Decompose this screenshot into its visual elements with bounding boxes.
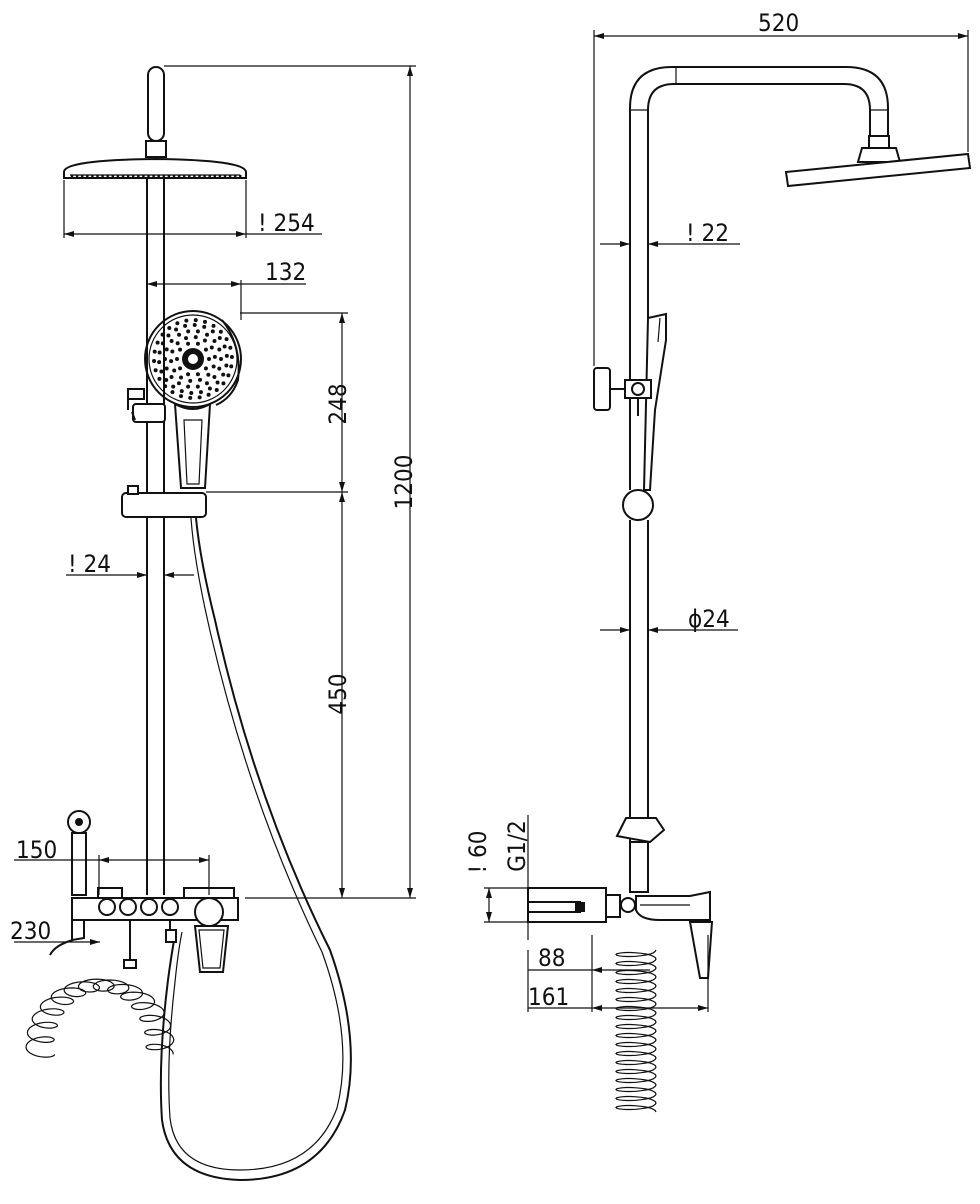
dim-total-height: 1200 <box>390 455 418 510</box>
dim-hand-shower-offset: 132 <box>265 258 306 286</box>
sliding-bracket <box>121 485 207 518</box>
shower-arm-connector <box>145 140 167 158</box>
front-view: ! 254 132 248 1200 450 ! 24 150 230 <box>10 65 418 1182</box>
coiled-hose <box>25 978 175 1058</box>
overhead-head-side <box>784 135 972 188</box>
dim-pipe-diameter: ! 22 <box>686 219 729 247</box>
hand-shower-holder <box>127 388 166 423</box>
dim-head-diameter: ! 254 <box>258 209 315 237</box>
riser-pipe-inner <box>647 83 871 490</box>
dim-mixer-depth-2: 161 <box>528 983 569 1011</box>
riser-pipe-outer <box>629 66 889 490</box>
riser-top-cap <box>147 66 165 142</box>
dim-arm-length: 520 <box>758 9 799 37</box>
shower-hose <box>159 517 352 1182</box>
side-view: 520 ! 22 ϕ24 ! 60 G1/2 88 161 <box>464 9 972 1113</box>
hygienic-shower <box>49 810 91 956</box>
dim-mixer-offset: 230 <box>10 917 51 945</box>
dim-thread: G1/2 <box>503 820 531 871</box>
dim-mixer-height: ! 60 <box>464 831 492 874</box>
side-dimensions <box>484 30 969 1012</box>
dim-bar-diameter: ! 24 <box>68 550 111 578</box>
wall-bracket <box>593 367 611 411</box>
overhead-shower-head <box>63 157 247 179</box>
dim-bar-diameter-side: ϕ24 <box>688 605 730 633</box>
hand-shower-side <box>624 312 667 491</box>
thermostatic-mixer <box>71 887 239 973</box>
front-dimensions <box>14 65 416 945</box>
hand-shower <box>144 310 242 489</box>
dim-mixer-width: 150 <box>16 836 57 864</box>
dim-hand-shower-height: 248 <box>324 383 352 424</box>
dim-slider-to-mixer: 450 <box>324 673 352 714</box>
hygienic-shower-side <box>615 817 666 893</box>
slider-knob-side <box>622 489 654 521</box>
coiled-hose-side <box>615 949 657 1113</box>
dim-mixer-depth-1: 88 <box>538 944 565 972</box>
